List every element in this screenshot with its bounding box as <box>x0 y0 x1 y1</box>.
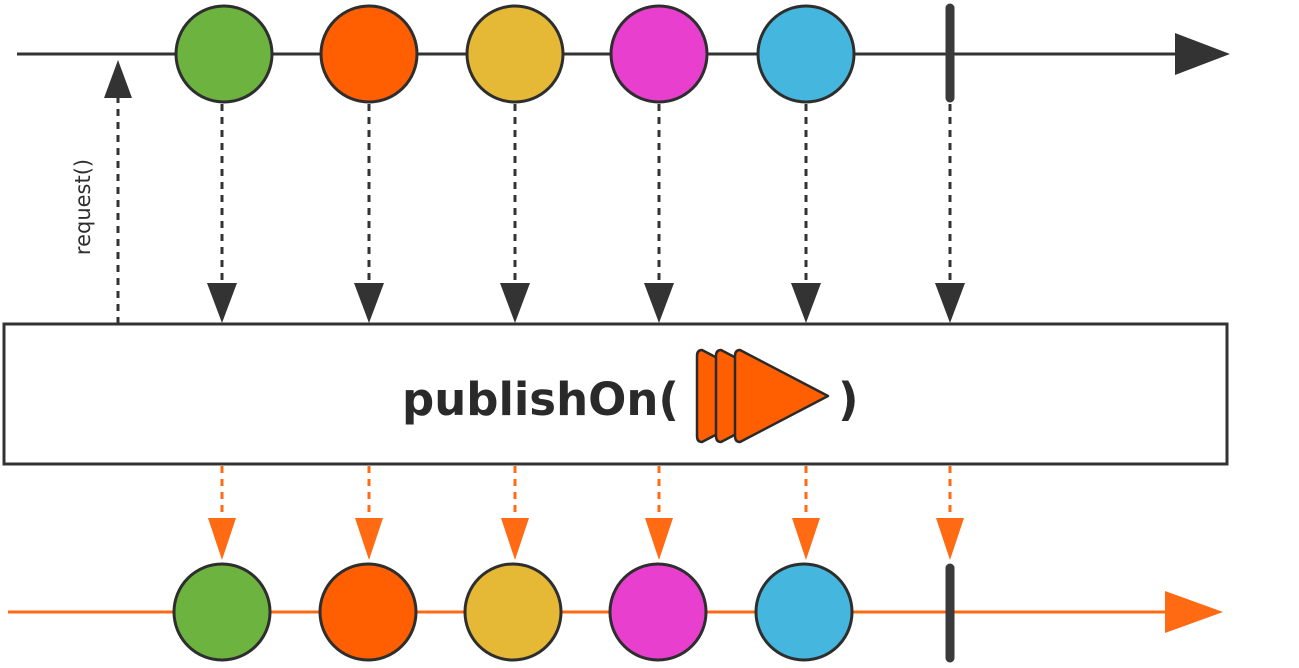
operator-box-frame <box>2 322 1229 466</box>
output-marble-yellow <box>463 562 563 662</box>
output-arrow <box>792 466 820 560</box>
source-marble-orange <box>319 4 419 104</box>
source-marbles <box>174 3 955 104</box>
output-marble-magenta <box>608 562 708 662</box>
output-marble-blue <box>754 562 854 662</box>
operator-to-output-arrows <box>208 466 964 560</box>
operator-label: publishOn( <box>402 373 679 426</box>
request-label: request() <box>71 159 95 255</box>
source-arrow <box>207 104 237 323</box>
source-marble-blue <box>756 4 856 104</box>
source-arrow <box>644 104 674 323</box>
output-completion-arrow <box>936 466 964 560</box>
output-timeline-arrowhead <box>1165 591 1223 633</box>
source-arrow <box>354 104 384 323</box>
source-marble-magenta <box>609 4 709 104</box>
operator-box: publishOn( ) <box>2 322 1229 466</box>
source-marble-yellow <box>465 4 565 104</box>
source-arrow <box>500 104 530 323</box>
request-arrow: request() <box>71 60 132 324</box>
source-marble-green <box>174 4 274 104</box>
output-arrow <box>208 466 236 560</box>
output-arrow <box>501 466 529 560</box>
output-arrow <box>645 466 673 560</box>
scheduler-triangles-icon <box>695 348 830 444</box>
output-arrow <box>355 466 383 560</box>
source-timeline-arrowhead <box>1175 33 1230 75</box>
source-arrow <box>791 104 821 323</box>
source-completion-arrow <box>935 104 965 323</box>
output-marble-green <box>172 562 272 662</box>
operator-close-paren: ) <box>838 373 859 426</box>
request-arrowhead <box>104 60 132 98</box>
source-to-operator-arrows <box>207 104 965 323</box>
output-marbles <box>172 562 955 663</box>
output-marble-orange <box>318 562 418 662</box>
